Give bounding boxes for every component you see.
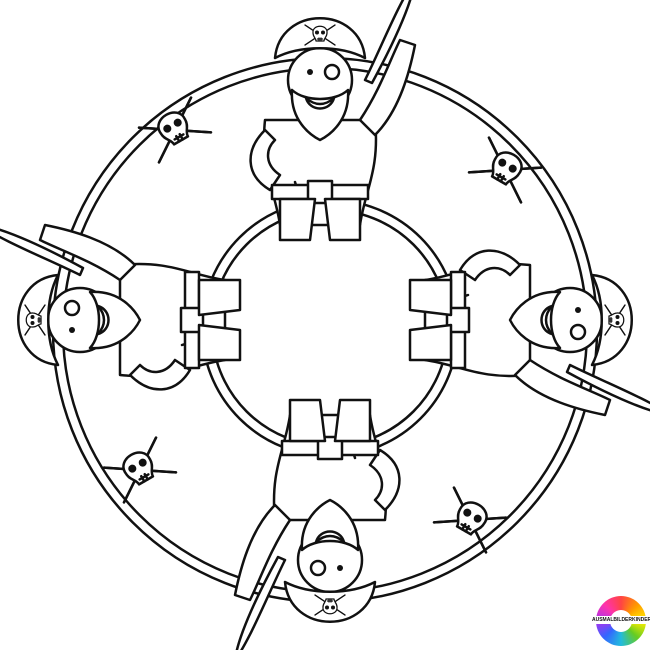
skull-crossbones-top-left bbox=[137, 96, 213, 164]
site-logo: AUSMALBILDERKINDER bbox=[592, 596, 650, 646]
pirate-right bbox=[410, 251, 650, 415]
logo-text: AUSMALBILDERKINDER bbox=[592, 616, 650, 624]
skull-crossbones-bottom-left bbox=[102, 436, 178, 504]
pirate-bottom bbox=[235, 400, 399, 650]
pirate-left bbox=[0, 225, 240, 389]
pirate-top bbox=[251, 0, 415, 240]
skull-crossbones-top-right bbox=[467, 136, 543, 204]
